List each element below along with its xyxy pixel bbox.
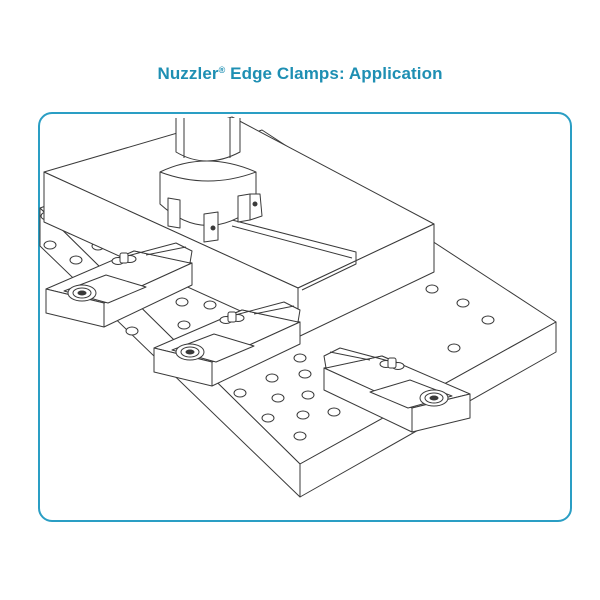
machined-step — [232, 220, 356, 290]
title-brand: Nuzzler — [157, 64, 219, 83]
registered-mark: ® — [218, 65, 226, 75]
illustration-frame — [38, 112, 572, 522]
title-rest: Edge Clamps: Application — [225, 64, 443, 83]
face-mill — [160, 118, 262, 242]
diagram-title: Nuzzler® Edge Clamps: Application — [0, 64, 600, 84]
